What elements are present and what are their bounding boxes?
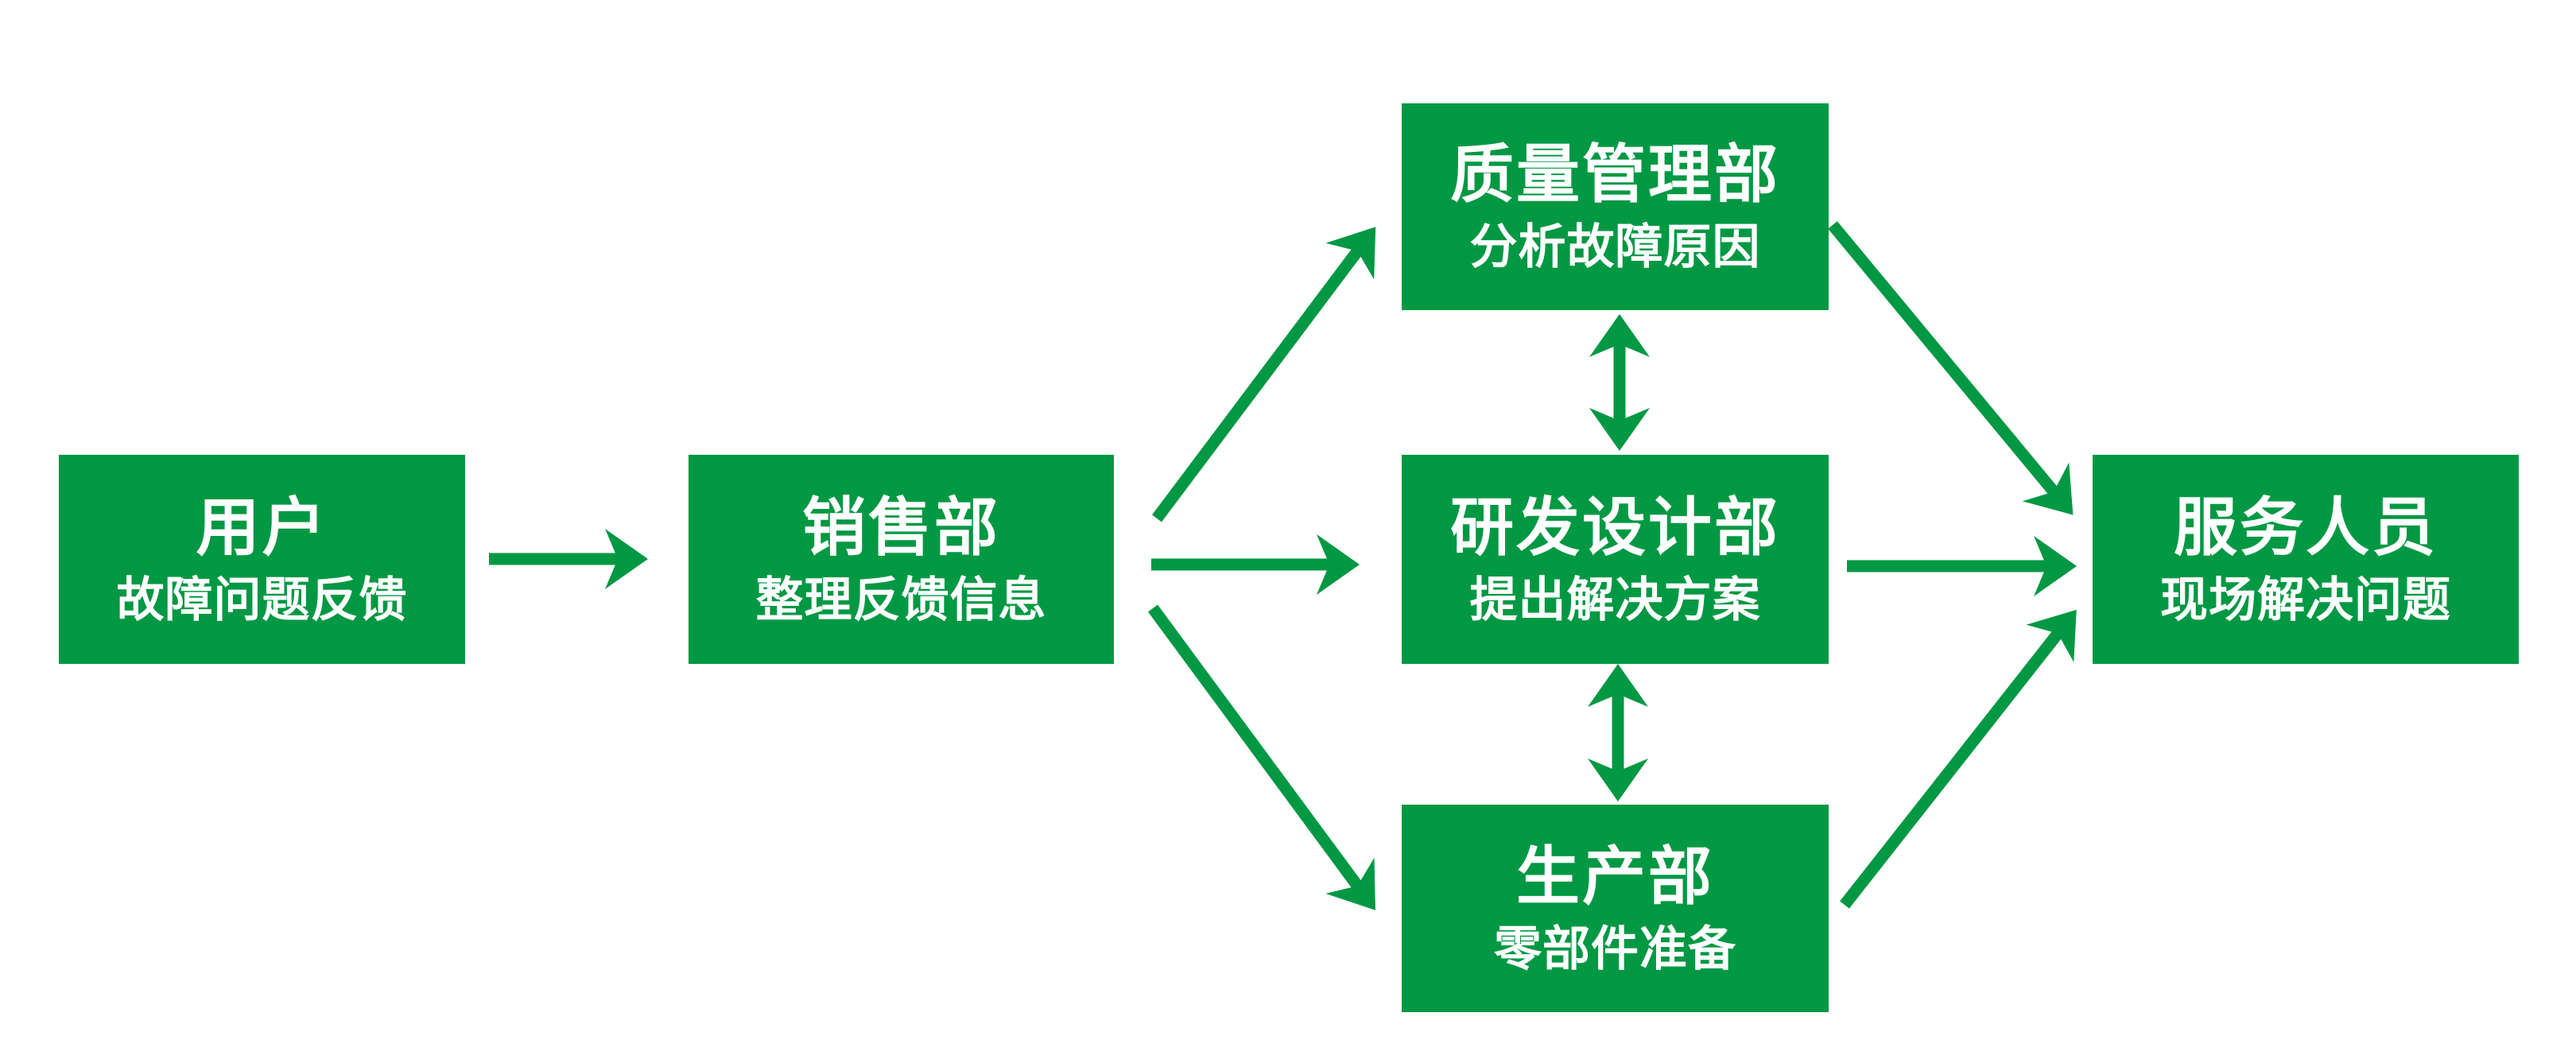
node-quality: 质量管理部 分析故障原因 — [1402, 103, 1829, 310]
node-sales: 销售部 整理反馈信息 — [689, 455, 1114, 664]
node-sales-title: 销售部 — [802, 491, 1000, 563]
arrow-production-to-service — [1840, 609, 2077, 909]
node-service-subtitle: 现场解决问题 — [2160, 572, 2451, 627]
node-production: 生产部 零部件准备 — [1402, 805, 1829, 1012]
node-user-subtitle: 故障问题反馈 — [116, 572, 408, 627]
node-production-title: 生产部 — [1516, 840, 1714, 912]
node-sales-subtitle: 整理反馈信息 — [755, 572, 1047, 627]
arrow-sales-to-production — [1147, 604, 1375, 910]
node-rnd-subtitle: 提出解决方案 — [1469, 572, 1761, 627]
node-rnd-title: 研发设计部 — [1450, 491, 1780, 563]
arrow-quality-to-service — [1828, 221, 2074, 515]
node-rnd: 研发设计部 提出解决方案 — [1402, 455, 1829, 664]
node-service-title: 服务人员 — [2174, 491, 2438, 563]
node-quality-title: 质量管理部 — [1450, 139, 1780, 210]
node-quality-subtitle: 分析故障原因 — [1469, 220, 1761, 274]
node-production-subtitle: 零部件准备 — [1494, 922, 1736, 976]
node-user-title: 用户 — [196, 491, 328, 563]
arrow-sales-to-quality — [1152, 227, 1376, 522]
node-user: 用户 故障问题反馈 — [59, 455, 465, 664]
node-service: 服务人员 现场解决问题 — [2093, 455, 2519, 664]
